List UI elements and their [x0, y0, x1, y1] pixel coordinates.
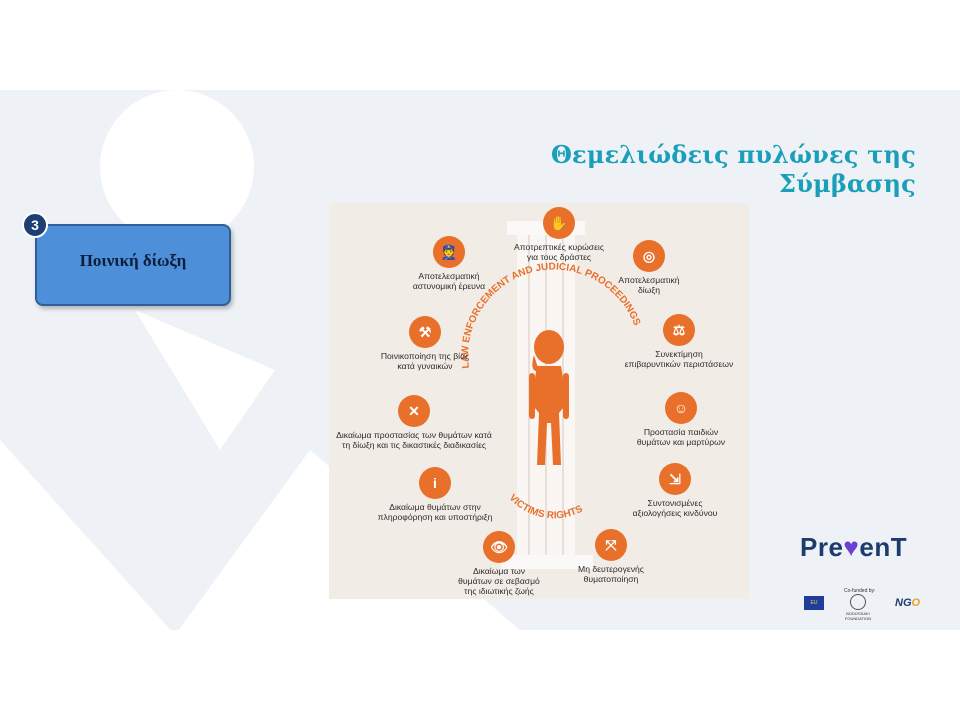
decorative-circle — [100, 90, 254, 244]
child-icon: ☺ — [665, 392, 697, 424]
cofunded-text: Co-funded by: — [844, 588, 876, 594]
item-victim-protection: ✕ Δικαίωμα προστασίας των θυμάτων κατά τ… — [329, 395, 509, 450]
item-criminalisation: ⚒ Ποινικοποίηση της βίας κατά γυναικών — [345, 316, 505, 371]
topic-label: Ποινική δίωξη — [79, 251, 187, 270]
eu-flag-icon: EU — [804, 596, 824, 610]
heart-icon: ♥ — [843, 532, 860, 562]
item-effective-prosecution: ◎ Αποτελεσματική δίωξη — [569, 240, 729, 295]
privacy-mask-icon: 👁 — [483, 531, 515, 563]
bodossaki-text: BODOSSAKI FOUNDATION — [844, 611, 872, 621]
bodossaki-seal-icon — [850, 594, 866, 610]
slide-title: Θεμελιώδεις πυλώνες της Σύμβασης — [550, 140, 916, 198]
item-child-protection: ☺ Προστασία παιδιών θυμάτων και μαρτύρων — [601, 392, 749, 447]
gavel-stars-icon: ⚒ — [409, 316, 441, 348]
shield-cross-icon: ✕ — [398, 395, 430, 427]
person-arrows-icon: ⤧ — [595, 529, 627, 561]
topic-box[interactable]: Ποινική δίωξη — [35, 224, 231, 306]
step-badge: 3 — [22, 212, 48, 238]
item-privacy: 👁 Δικαίωμα των θυμάτων σε σεβασμό της ιδ… — [419, 531, 579, 596]
infographic-art: LAW ENFORCEMENT AND JUDICIAL PROCEEDINGS… — [460, 221, 642, 569]
gavel-icon: ⚖ — [663, 314, 695, 346]
item-aggravating-circumstances: ⚖ Συνεκτίμηση επιβαρυντικών περιστάσεων — [599, 314, 749, 369]
arrows-converge-icon: ⇲ — [659, 463, 691, 495]
police-officer-icon: 👮 — [433, 236, 465, 268]
prevent-logo: Pre♥enT — [800, 532, 908, 562]
item-deterrent-sanctions: ✋ Αποτρεπτικές κυρώσεις για τους δράστες — [479, 207, 639, 262]
hand-warning-icon: ✋ — [543, 207, 575, 239]
infographic: LAW ENFORCEMENT AND JUDICIAL PROCEEDINGS… — [329, 203, 749, 599]
ngo-logo: NGO — [895, 597, 921, 609]
item-secondary-victimisation: ⤧ Μη δευτερογενής θυματοποίηση — [531, 529, 691, 584]
item-risk-assessment: ⇲ Συντονισμένες αξιολογήσεις κινδύνου — [595, 463, 749, 518]
woman-figure-icon — [529, 330, 569, 465]
item-police-investigation: 👮 Αποτελεσματική αστυνομική έρευνα — [369, 236, 529, 291]
target-face-icon: ◎ — [633, 240, 665, 272]
info-hand-icon: i — [419, 467, 451, 499]
item-information-support: i Δικαίωμα θυμάτων στην πληροφόρηση και … — [355, 467, 515, 522]
